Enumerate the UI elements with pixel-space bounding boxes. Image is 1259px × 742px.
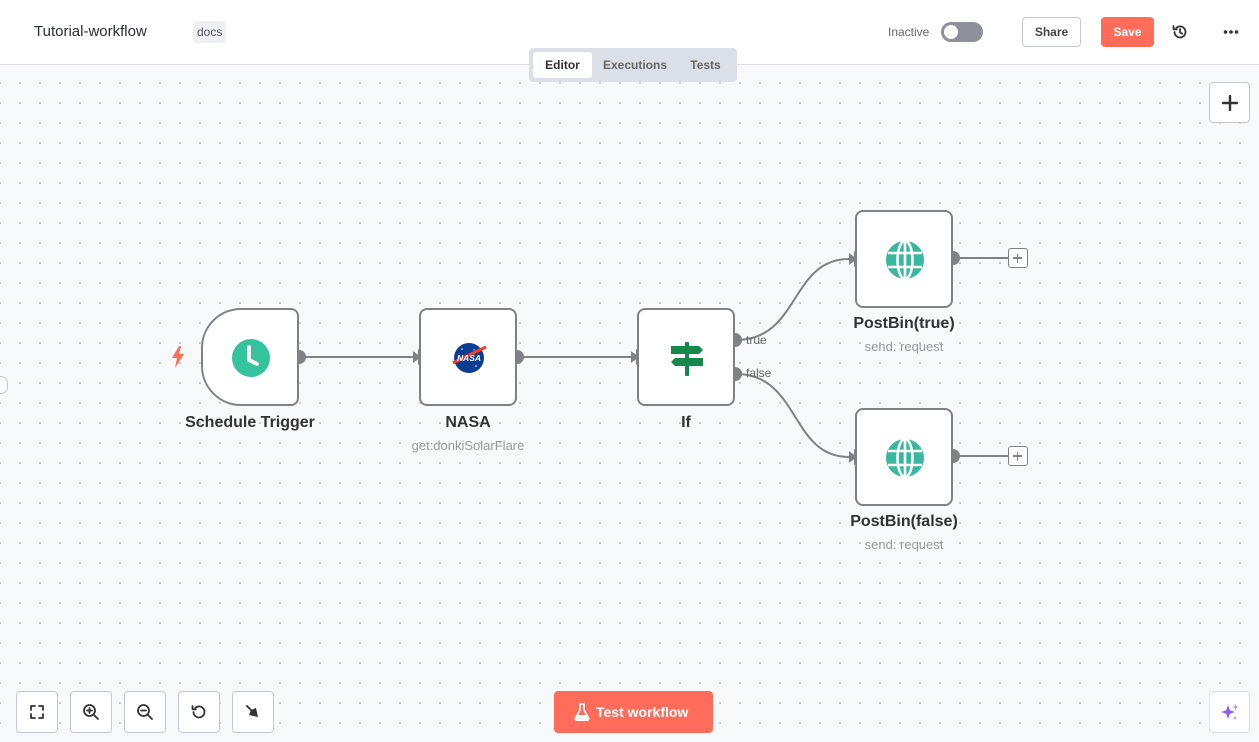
node-postbin-true[interactable]	[855, 210, 953, 308]
view-tabs: Editor Executions Tests	[529, 48, 737, 82]
node-title-postbin-false: PostBin(false)	[850, 513, 958, 530]
history-icon[interactable]	[1171, 23, 1189, 41]
zoom-in-button[interactable]	[70, 691, 112, 733]
sparkle-icon	[1221, 704, 1239, 720]
node-if[interactable]	[637, 308, 735, 406]
zoom-out-icon	[137, 704, 153, 720]
test-workflow-label: Test workflow	[596, 704, 689, 720]
globe-icon	[886, 438, 924, 478]
node-title-schedule: Schedule Trigger	[185, 414, 315, 431]
workflow-name[interactable]: Tutorial-workflow	[34, 23, 147, 40]
svg-text:NASA: NASA	[457, 353, 481, 363]
edge-label-true: true	[746, 333, 767, 347]
tab-executions[interactable]: Executions	[602, 58, 668, 72]
broom-icon	[246, 705, 258, 717]
nasa-logo-icon: NASA	[452, 343, 487, 373]
workflow-tag[interactable]: docs	[193, 21, 227, 43]
flask-icon	[574, 703, 590, 721]
tab-editor[interactable]: Editor	[533, 52, 592, 78]
save-button[interactable]: Save	[1101, 17, 1154, 47]
add-node-after-false-button[interactable]	[1008, 446, 1028, 466]
more-options-icon[interactable]	[1222, 23, 1240, 41]
ai-assistant-button[interactable]	[1209, 691, 1250, 733]
node-subtitle-nasa: get:donkiSolarFlare	[411, 438, 525, 453]
node-title-if: If	[681, 414, 691, 431]
plus-icon	[1222, 95, 1238, 111]
node-schedule-trigger[interactable]	[201, 308, 299, 406]
clock-icon	[232, 339, 270, 377]
reset-zoom-button[interactable]	[178, 691, 220, 733]
fullscreen-icon	[30, 705, 44, 719]
node-subtitle-postbin-true: send: request	[864, 339, 944, 354]
active-status-label: Inactive	[888, 25, 930, 39]
edge-label-false: false	[746, 366, 772, 380]
node-title-postbin-true: PostBin(true)	[853, 315, 955, 332]
zoom-in-icon	[83, 704, 99, 720]
tab-tests[interactable]: Tests	[690, 58, 721, 72]
undo-icon	[191, 705, 206, 719]
tidy-up-button[interactable]	[232, 691, 274, 733]
workflow-canvas[interactable]	[0, 65, 1259, 742]
node-title-nasa: NASA	[445, 414, 491, 431]
add-node-after-true-button[interactable]	[1008, 248, 1028, 268]
add-node-button[interactable]	[1209, 82, 1250, 123]
trigger-bolt-icon	[172, 346, 184, 368]
signpost-icon	[671, 342, 703, 376]
fit-view-button[interactable]	[16, 691, 58, 733]
test-workflow-button[interactable]: Test workflow	[554, 691, 713, 733]
share-button[interactable]: Share	[1022, 17, 1081, 47]
zoom-out-button[interactable]	[124, 691, 166, 733]
toggle-knob	[944, 25, 958, 39]
node-subtitle-postbin-false: send: request	[864, 537, 944, 552]
active-toggle[interactable]	[941, 22, 983, 42]
node-postbin-false[interactable]	[855, 408, 953, 506]
globe-icon	[886, 240, 924, 280]
node-nasa[interactable]: NASA	[419, 308, 517, 406]
